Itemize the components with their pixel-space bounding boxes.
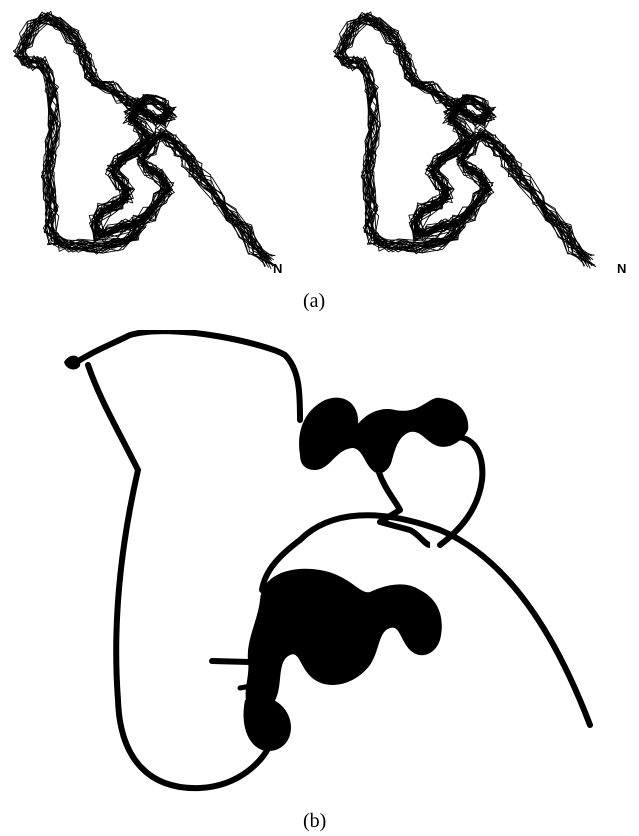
ribbon-svg bbox=[0, 330, 639, 800]
stereo-view-left bbox=[0, 0, 320, 290]
backbone-ensemble-left bbox=[0, 0, 320, 290]
lower-helix-turn bbox=[244, 696, 291, 751]
panel-b-caption: (b) bbox=[303, 811, 326, 831]
n-end-knob bbox=[64, 356, 80, 370]
panel-a-caption: (a) bbox=[303, 291, 325, 311]
right-loop bbox=[440, 437, 482, 545]
n-terminus-label-left: N bbox=[273, 262, 282, 275]
short-stub bbox=[212, 661, 250, 662]
backbone-ensemble-right bbox=[320, 0, 639, 290]
lower-helix bbox=[246, 569, 442, 711]
stereo-view-right bbox=[320, 0, 639, 290]
ribbon-diagram bbox=[0, 330, 639, 800]
upper-helix bbox=[299, 398, 468, 474]
n-terminus-label-right: N bbox=[617, 262, 626, 275]
helix-connector bbox=[378, 470, 430, 545]
